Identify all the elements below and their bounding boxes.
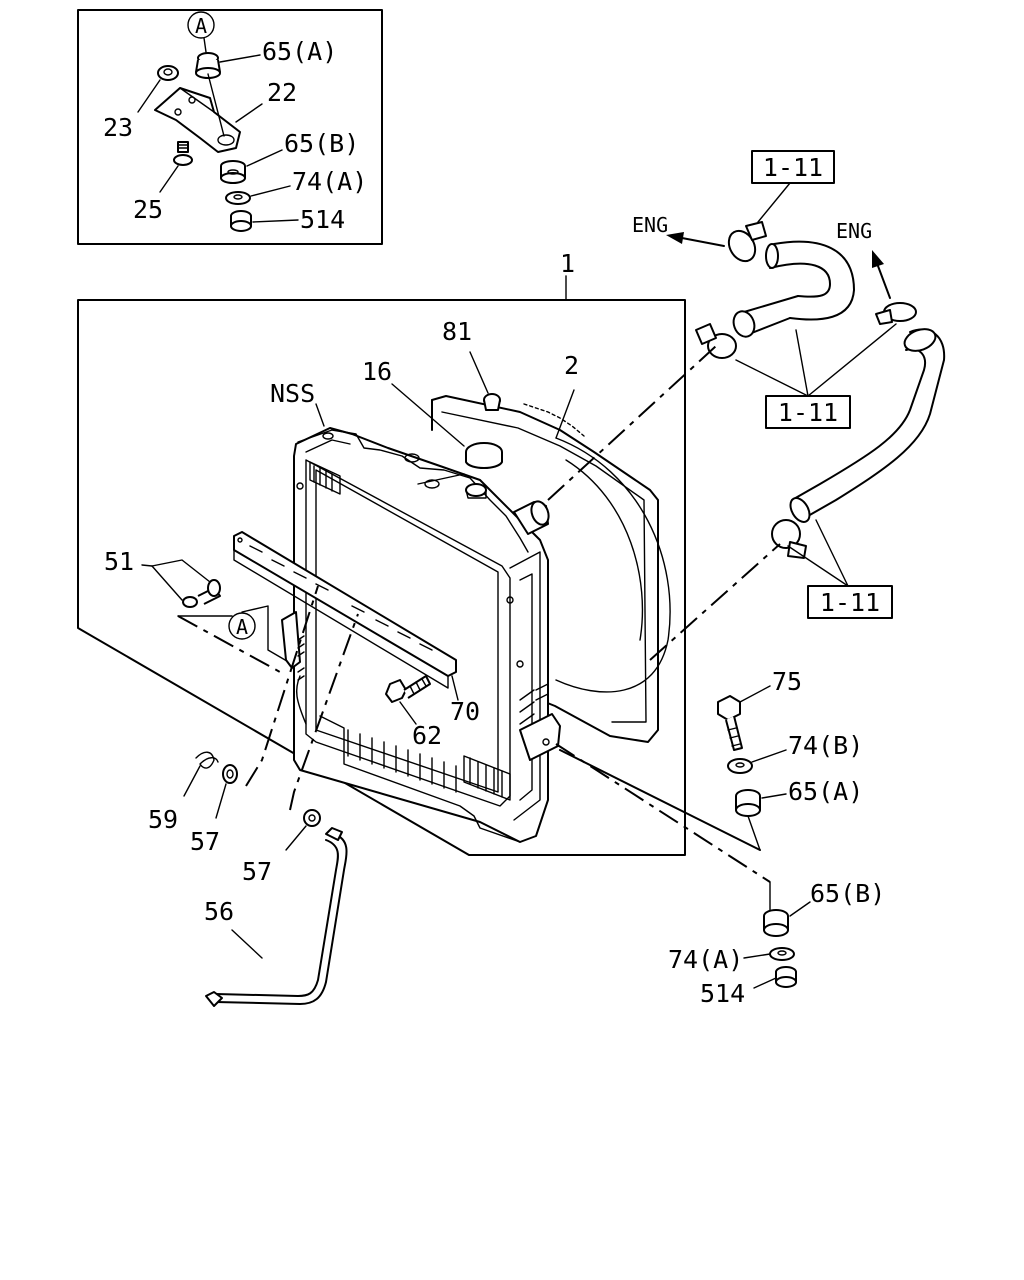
mount-65a-right [735, 789, 761, 817]
eng-left-arrow-icon [666, 232, 684, 244]
label-62: 62 [412, 721, 442, 750]
bracket-70 [233, 531, 457, 689]
label-65b-right: 65(B) [810, 879, 885, 908]
label-65a-right: 65(A) [788, 777, 863, 806]
inset-label-65b: 65(B) [284, 129, 359, 158]
inset-frame [77, 9, 383, 245]
part-59 [195, 751, 219, 769]
hose-clamp-upper-right [875, 302, 917, 325]
mount-65b-inset [220, 160, 246, 184]
hose-clamp-lower [771, 519, 807, 559]
inset-callout-circle-a [187, 11, 215, 39]
washer-74a-right [769, 947, 795, 961]
inset-label-23: 23 [103, 113, 133, 142]
hose-clamp-upper-left [727, 221, 767, 263]
inset-detail-a: A 65(A) 23 22 [77, 9, 383, 245]
bolt-75 [717, 695, 743, 751]
nut-514-right [775, 966, 797, 988]
label-57-right: 57 [242, 857, 272, 886]
bolt-51 [182, 579, 221, 608]
hose-clamp-mid-left [695, 323, 737, 359]
lower-radiator-hose [789, 328, 946, 523]
label-81: 81 [442, 317, 472, 346]
label-59: 59 [148, 805, 178, 834]
label-70: 70 [450, 697, 480, 726]
bracket-22 [154, 87, 241, 153]
ref-box-top-text: 1-11 [763, 153, 823, 182]
label-56: 56 [204, 897, 234, 926]
label-57-left: 57 [190, 827, 220, 856]
label-74b: 74(B) [788, 731, 863, 760]
mount-65b-right [763, 909, 789, 937]
drain-pipe-56 [205, 827, 348, 1007]
inset-label-22: 22 [267, 78, 297, 107]
washer-57-left [222, 764, 238, 784]
washer-57-right [303, 809, 321, 827]
inset-label-25: 25 [133, 195, 163, 224]
inset-label-74a: 74(A) [292, 167, 367, 196]
fan-shroud-2: 2 [431, 351, 671, 743]
washer-74a-inset [225, 191, 251, 205]
bolt-25 [173, 141, 193, 166]
label-nss: NSS [270, 379, 315, 408]
eng-left-label: ENG [632, 213, 668, 237]
label-16: 16 [362, 357, 392, 386]
inset-label-514: 514 [300, 205, 345, 234]
washer-74b [727, 758, 753, 774]
main-callout-a-text: A [236, 615, 248, 639]
ref-box-low [807, 585, 893, 619]
label-1: 1 [560, 249, 575, 278]
nut-23 [157, 65, 179, 81]
inset-callout-a-text: A [195, 14, 207, 38]
nut-514-inset [230, 210, 252, 232]
assembly-boundary: 1 [77, 249, 686, 856]
eng-right-label: ENG [836, 219, 872, 243]
mount-65a-inset [195, 52, 221, 79]
label-75: 75 [772, 667, 802, 696]
bolt-62 [385, 675, 431, 703]
label-514-right: 514 [700, 979, 745, 1008]
upper-outlet-pipe [513, 500, 550, 535]
radiator-core [293, 427, 549, 843]
label-51: 51 [104, 547, 134, 576]
ref-box-mid-text: 1-11 [778, 398, 838, 427]
label-2: 2 [564, 351, 579, 380]
inset-label-65a: 65(A) [262, 37, 337, 66]
ref-box-low-text: 1-11 [820, 588, 880, 617]
eng-right-arrow-icon [872, 250, 884, 268]
ref-box-top [751, 150, 835, 184]
radiator-cap-16 [465, 442, 503, 499]
upper-radiator-hose [732, 240, 855, 338]
main-callout-circle-a [228, 612, 256, 640]
bolt-81 [483, 393, 501, 411]
label-74a-right: 74(A) [668, 945, 743, 974]
